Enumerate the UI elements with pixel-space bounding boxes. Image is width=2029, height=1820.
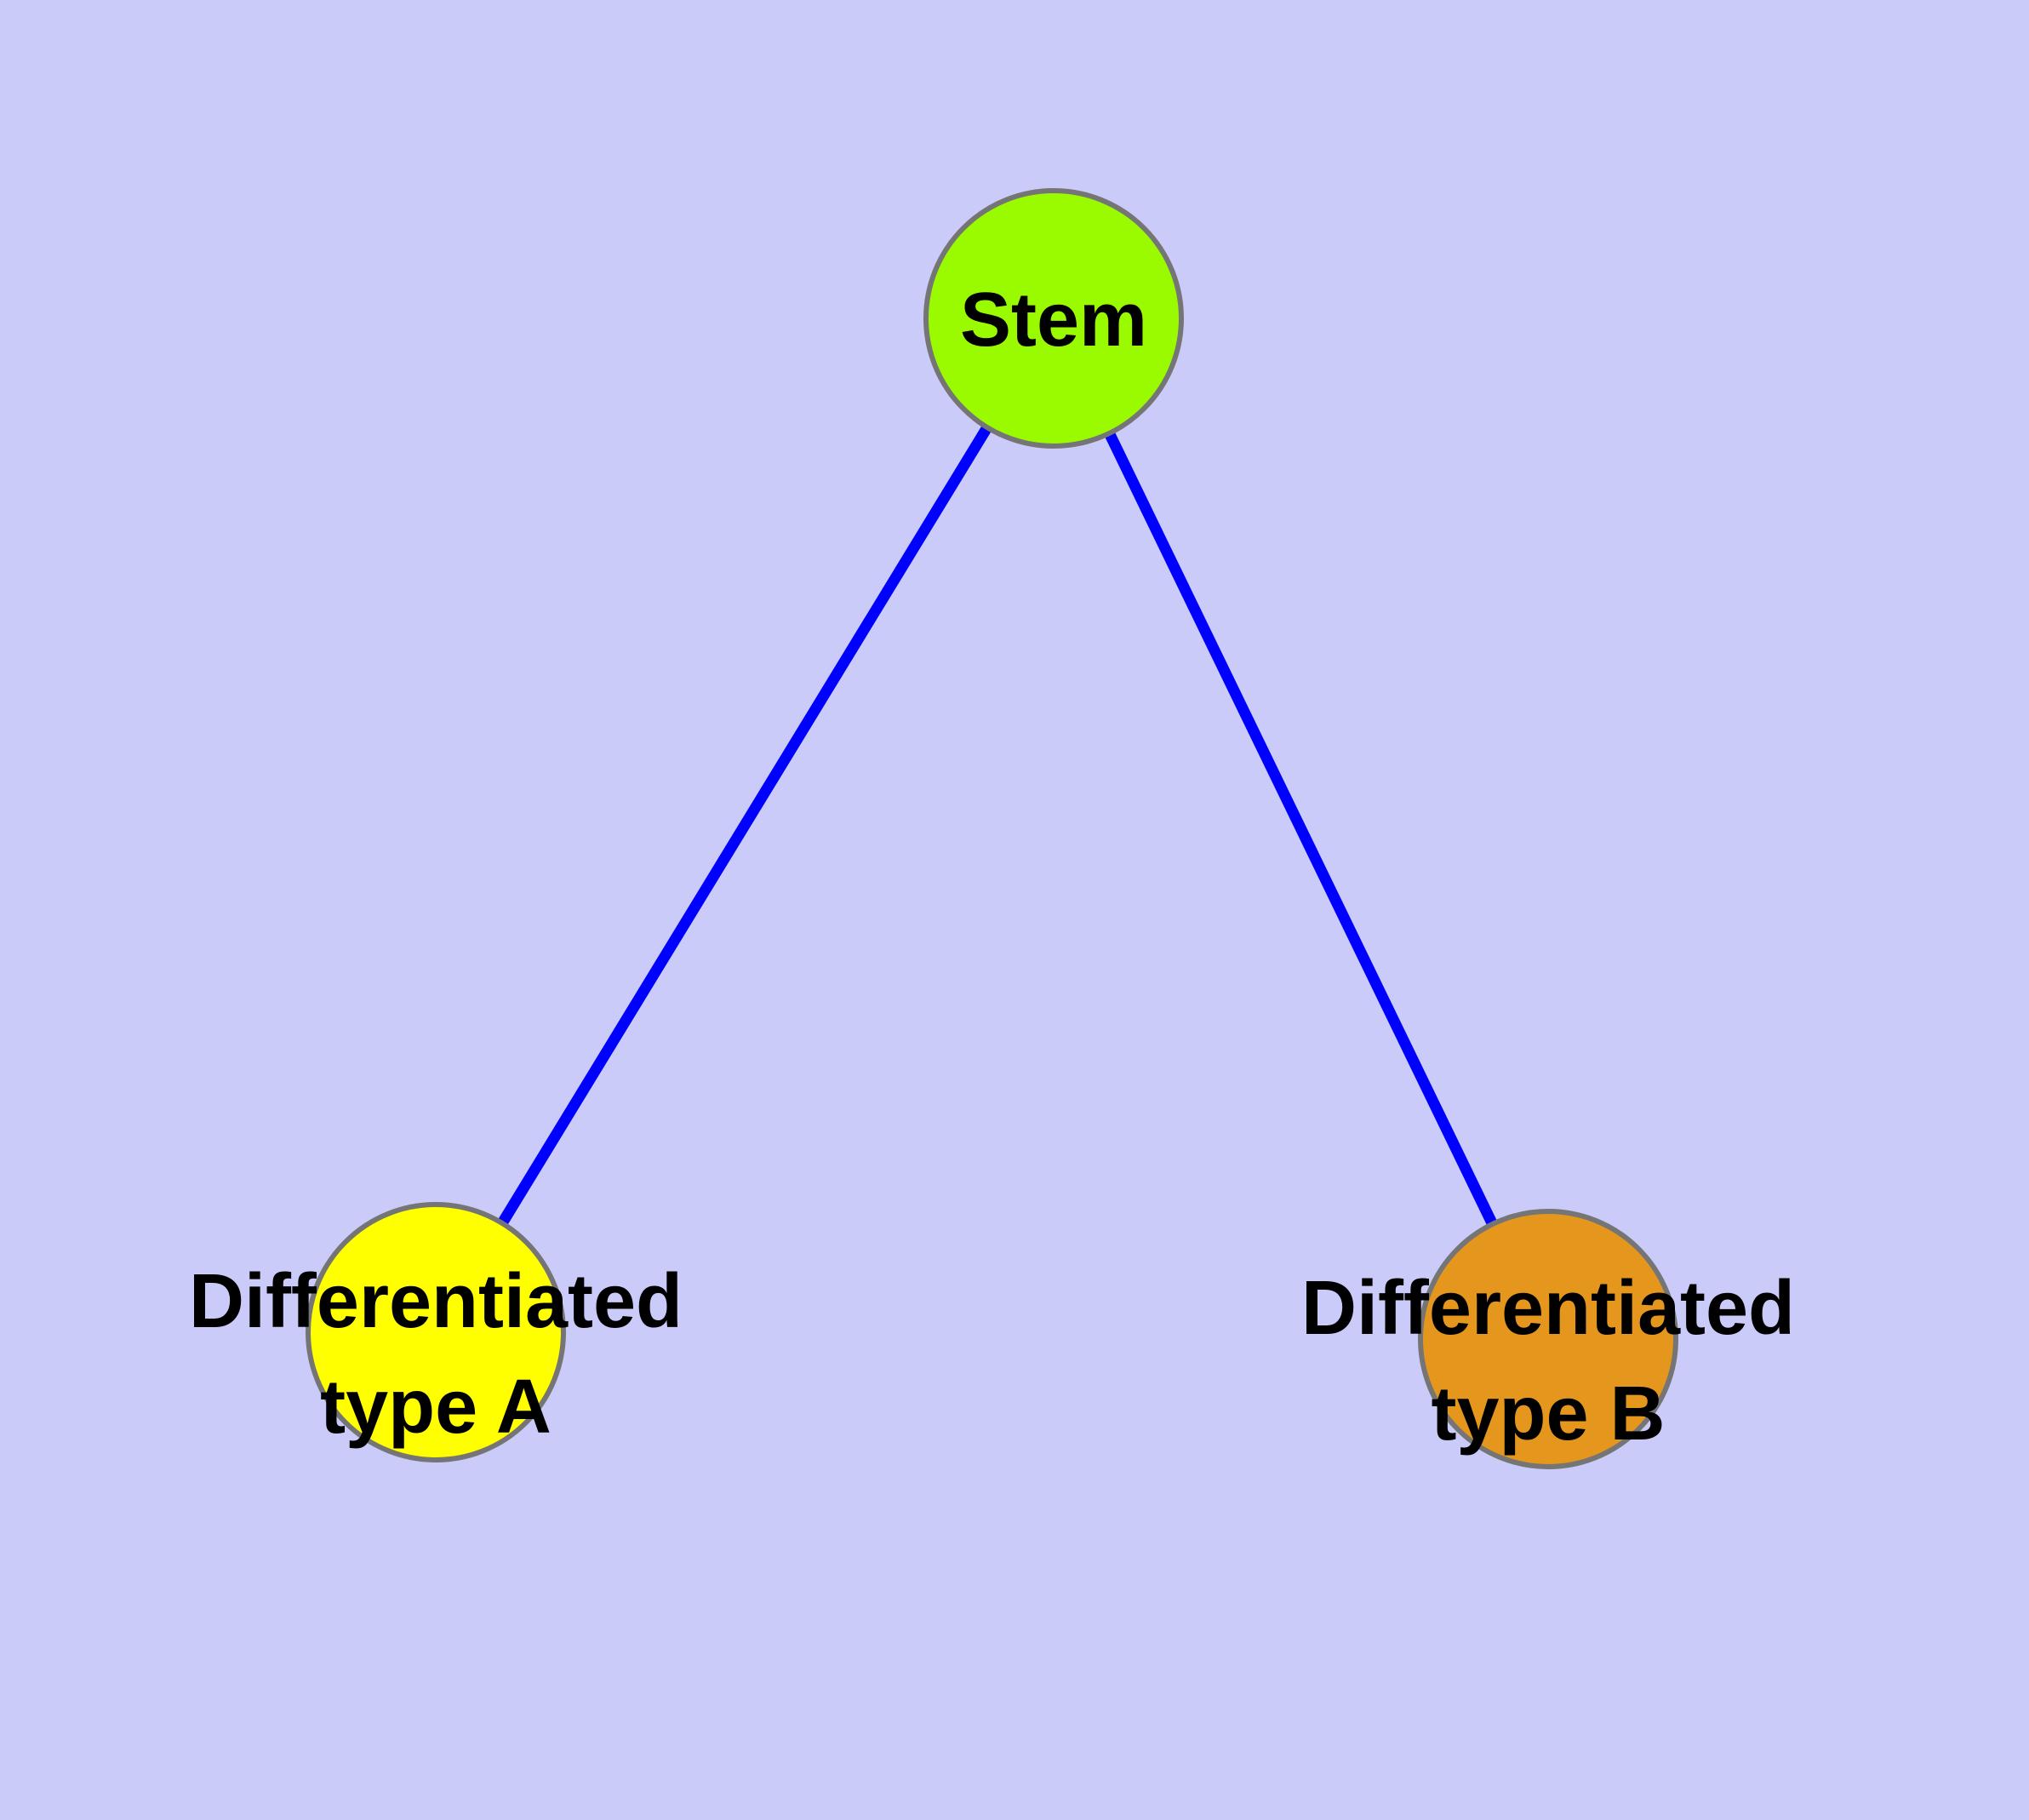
node-type-b-label-line1: Differentiated (1301, 1266, 1795, 1351)
node-type-b-label-line2: type B (1431, 1371, 1665, 1457)
edge-stem-to-type-b (1049, 316, 1553, 1342)
node-differentiated-type-b (1418, 1209, 1678, 1469)
node-differentiated-type-a (306, 1202, 566, 1462)
node-stem (923, 188, 1184, 449)
node-stem-label: Stem (960, 278, 1147, 363)
edge-stem-to-type-a (431, 315, 1059, 1336)
node-type-a-label-line1: Differentiated (189, 1259, 683, 1344)
node-type-a-label-line2: type A (320, 1365, 552, 1450)
